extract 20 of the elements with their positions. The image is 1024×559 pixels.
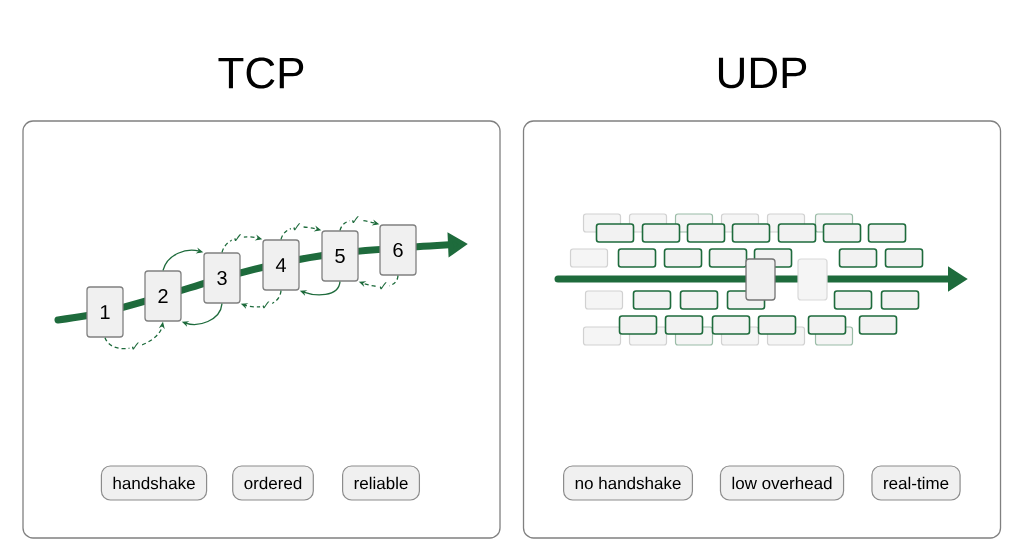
packet-box: 4 [262,239,300,291]
panel-title: UDP [718,57,807,89]
packet-box: 5 [321,230,359,282]
feature-tag: no handshake [563,465,693,501]
edge-label: ✓ [260,300,273,311]
panel-title: TCP [218,57,304,89]
feature-tag: reliable [342,465,420,501]
packet-box: 1 [86,286,124,338]
feature-tag: handshake [100,465,208,501]
edge-label: ✓ [290,222,303,233]
edge-label: ✓ [231,233,244,243]
feature-tag: low overhead [719,465,845,501]
edge-label: ✓ [349,215,362,225]
packet-box: 6 [379,224,417,276]
packet-box: 3 [203,252,241,304]
edge-label: ✓ [129,341,142,352]
edge-label: ✓ [377,281,390,292]
feature-tag: real-time [871,465,961,501]
packet-box: 2 [144,270,182,322]
feature-tag: ordered [232,465,314,501]
